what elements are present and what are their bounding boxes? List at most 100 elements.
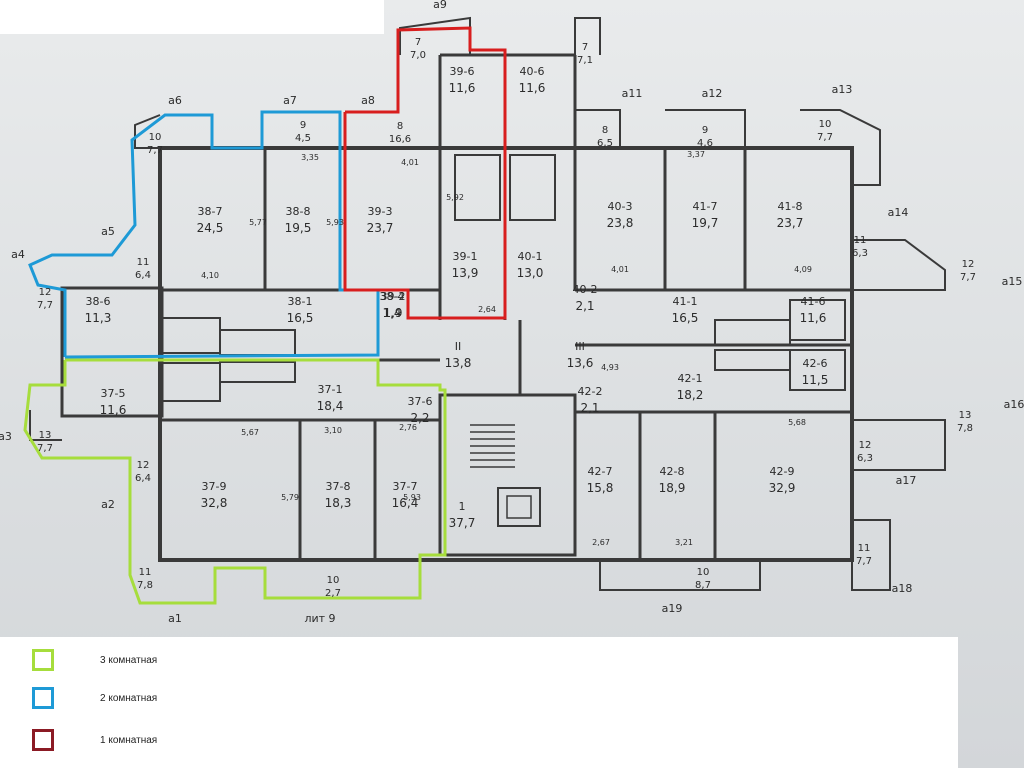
dimension-label: 5,68: [788, 418, 806, 427]
axis-label: а14: [888, 206, 909, 219]
room-id: 42-1: [678, 372, 703, 385]
dimension-label: 5,92: [446, 193, 464, 202]
dimension-label: 4,93: [601, 363, 619, 372]
room-id: 41-7: [693, 200, 718, 213]
room-area: 18,4: [317, 399, 344, 413]
balcony-id: 9: [300, 120, 306, 131]
room-id: 41-6: [801, 295, 826, 308]
room-id: 38-1: [288, 295, 313, 308]
balcony-id: 11: [858, 543, 871, 554]
balcony-area: 7,7: [960, 272, 976, 283]
balcony-id: 8: [397, 121, 403, 132]
room-area: 11,5: [802, 373, 829, 387]
axis-label: а4: [11, 248, 25, 261]
room-area: 11,6: [519, 81, 546, 95]
room-area: 23,7: [777, 216, 804, 230]
room-area: 13,9: [452, 266, 479, 280]
room-area: 2,1: [575, 299, 594, 313]
room-area: 11,6: [100, 403, 127, 417]
balcony-id: 12: [859, 440, 872, 451]
room-id: 37-8: [326, 480, 351, 493]
room-area: 13,8: [445, 356, 472, 370]
balcony-area: 7,7: [147, 145, 163, 156]
legend-item-one-room: 1 комнатная: [32, 726, 157, 754]
room-area: 23,8: [607, 216, 634, 230]
dimension-label: 3,10: [324, 426, 342, 435]
room-area: 2,2: [410, 411, 429, 425]
room-area: 16,4: [392, 496, 419, 510]
room-id: 1: [459, 500, 466, 513]
axis-label: а19: [662, 602, 683, 615]
axis-label: а7: [283, 94, 297, 107]
dimension-label: 5,67: [241, 428, 259, 437]
three-room-apartment-outline: [23, 358, 447, 605]
balcony-id: 9: [702, 125, 708, 136]
dimension-label: 3,21: [675, 538, 693, 547]
legend-swatch-three-room: [32, 649, 54, 671]
dimension-label: 5,77: [249, 218, 267, 227]
dimension-label: 3,37: [687, 150, 705, 159]
room-area: 16,5: [672, 311, 699, 325]
balcony-id: 11: [137, 257, 150, 268]
room-id: 39-3: [368, 205, 393, 218]
axis-label: а12: [702, 87, 723, 100]
room-area: 18,9: [659, 481, 686, 495]
room-id: 41-1: [673, 295, 698, 308]
balcony-area: 7,7: [37, 443, 53, 454]
dimension-label: 5,93: [326, 218, 344, 227]
room-area: 13,0: [517, 266, 544, 280]
room-id: 40-6: [520, 65, 545, 78]
balcony-area: 6,3: [852, 248, 868, 259]
legend-label-two-room: 2 комнатная: [100, 692, 158, 704]
balcony-id: 10: [697, 567, 710, 578]
axis-label: а1: [168, 612, 182, 625]
balcony-area: 7,7: [37, 300, 53, 311]
legend-label-one-room: 1 комнатная: [100, 734, 158, 746]
room-area: 18,2: [677, 388, 704, 402]
room-area: 19,7: [692, 216, 719, 230]
room-id: 38-8: [286, 205, 311, 218]
room-id: 42-8: [660, 465, 685, 478]
dimension-label: 2,67: [592, 538, 610, 547]
room-area: 11,3: [85, 311, 112, 325]
room-id: 40-3: [608, 200, 633, 213]
dimension-label: 5,79: [281, 493, 299, 502]
room-id: 40-2: [573, 283, 598, 296]
dimension-label: 5,93: [403, 493, 421, 502]
footer-label: лит 9: [304, 612, 335, 625]
room-id: 40-1: [518, 250, 543, 263]
balcony-area: 6,4: [135, 270, 151, 281]
balcony-area: 7,8: [957, 423, 973, 434]
room-id: 42-2: [578, 385, 603, 398]
legend-swatch-one-room: [32, 729, 54, 751]
room-labels: 38-724,538-819,539-323,739-611,640-611,6…: [0, 0, 1024, 625]
room-area: 24,5: [197, 221, 224, 235]
blank-corner: [0, 0, 384, 34]
axis-label: а17: [896, 474, 917, 487]
dimension-label: 2,76: [399, 423, 417, 432]
legend-panel: 3 комнатная 2 комнатная 1 комнатная: [0, 637, 958, 768]
room-area: 32,9: [769, 481, 796, 495]
room-id: 41-8: [778, 200, 803, 213]
room-area: 16,5: [287, 311, 314, 325]
balcony-id: 12: [962, 259, 975, 270]
balcony-id: 8: [602, 125, 608, 136]
axis-label: а15: [1002, 275, 1023, 288]
room-area: 32,8: [201, 496, 228, 510]
one-room-apartment-outline: [343, 26, 507, 320]
balcony-area: 2,7: [325, 588, 341, 599]
axis-label: а16: [1004, 398, 1024, 411]
room-id: 37-7: [393, 480, 418, 493]
balcony-area: 8,7: [695, 580, 711, 591]
legend-item-two-room: 2 комнатная: [32, 684, 157, 712]
axis-label: а9: [433, 0, 447, 11]
room-id: 42-6: [803, 357, 828, 370]
room-area: 19,5: [285, 221, 312, 235]
balcony-area: 7,0: [410, 50, 426, 61]
balcony-id: 10: [327, 575, 340, 586]
balcony-area: 7,7: [856, 556, 872, 567]
dimension-label: 4,10: [201, 271, 219, 280]
axis-label: а8: [361, 94, 375, 107]
balcony-id: 10: [149, 132, 162, 143]
axis-label: а3: [0, 430, 12, 443]
